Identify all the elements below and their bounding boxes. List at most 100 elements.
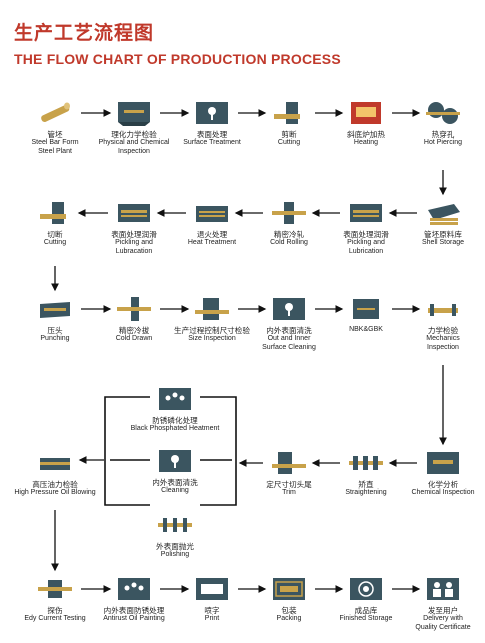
step-label-chinese: 定尺寸切头尾 [266,480,312,489]
step-label-chinese: 切断 [47,230,63,239]
steel-bar-icon [36,100,74,126]
step-label-english: Mechanics [426,335,460,342]
step-label-chinese: 表面处理 [196,130,228,139]
chemical-inspection-icon [424,450,462,476]
step-label-english: Heating [353,139,379,146]
step-label-english: Print [204,615,220,622]
step-label-english: Straightening [345,489,387,496]
step-label-chinese: 包装 [281,606,297,615]
pickling-icon [347,200,385,226]
straightening-icon [347,450,385,476]
branch-bracket [104,396,237,506]
step-label-chinese: 理化力学检验 [111,130,157,139]
step-label-chinese: 探伤 [47,606,63,615]
step-label-chinese: 高压油力检验 [32,480,78,489]
step-label-chinese: 成品库 [354,606,378,615]
step-label-chinese: 精密冷拔 [118,326,150,335]
step-label-english: Cold Drawn [115,335,153,342]
step-label-english: Cold Rolling [270,239,308,246]
step-label-chinese: 退火处理 [196,230,228,239]
eddy-current-icon [36,576,74,602]
step-label-chinese: 压头 [47,326,63,335]
polishing-icon [156,512,194,538]
cutting-icon [270,100,308,126]
step-label-chinese: 表面处理润滑 [343,230,389,239]
step-label-english: Heat Treatment [187,239,237,246]
step-label-chinese: 发至用户 [427,606,459,615]
cleaning-icon [270,296,308,322]
print-icon [193,576,231,602]
step-label-chinese: 防锈磷化处理 [152,416,198,425]
step-label-english: Pickling and [347,239,385,246]
step-label-english: Surface Cleaning [262,343,316,351]
step-label-chinese: 内外表面防锈处理 [103,606,165,615]
step-label-english: Trim [282,489,296,496]
step-label-chinese: 化学分析 [427,480,459,489]
step-label-english: Surface Treatment [183,139,241,146]
step-label-chinese: 精密冷轧 [273,230,305,239]
step-label-english: Size Inspection [188,335,236,342]
step-label-english: Steel Bar Form [31,139,79,146]
step-label-chinese: 管坯原料库 [424,230,462,239]
cold-drawn-icon [115,296,153,322]
step-label-english: Cutting [277,139,301,146]
cold-rolling-icon [270,200,308,226]
step-label-chinese: 内外表面清洗 [266,326,312,335]
furnace-icon [347,100,385,126]
trim-icon [270,450,308,476]
heat-treatment-icon [193,200,231,226]
cleaning-icon [156,448,194,474]
step-label-chinese: 生产过程控制尺寸检验 [174,326,250,335]
step-label-english: Lubracation [115,247,153,255]
step-label-english: Cutting [43,239,67,246]
chart-title-chinese: 生产工艺流程图 [14,22,155,44]
step-label-english: Chemical Inspection [411,489,475,496]
step-label-english: Polishing [160,551,190,558]
step-label-chinese: 喷字 [204,606,220,615]
step-label-english: Delivery with [423,615,463,622]
delivery-icon [424,576,462,602]
step-label-english: NBK&GBK [349,326,383,333]
nbk-gbk-icon [347,296,385,322]
cutting-icon [36,200,74,226]
inspection-icon [115,100,153,126]
pickling-icon [115,200,153,226]
step-label-english: Shell Storage [421,239,465,246]
step-label-chinese: 管坯 [47,130,63,139]
step-label-chinese: 斜底炉加热 [347,130,385,139]
step-label-chinese: 外表面抛光 [156,542,194,551]
piercing-icon [424,100,462,126]
process-step-row3-4: NBK&GBK [318,296,414,335]
step-label-english: Steel Plant [38,147,72,155]
finished-storage-icon [347,576,385,602]
step-label-chinese: 剪断 [281,130,297,139]
step-label-english: Antirust Oil Painting [103,615,165,622]
step-label-chinese: 矫直 [358,480,374,489]
surface-treatment-icon [193,100,231,126]
